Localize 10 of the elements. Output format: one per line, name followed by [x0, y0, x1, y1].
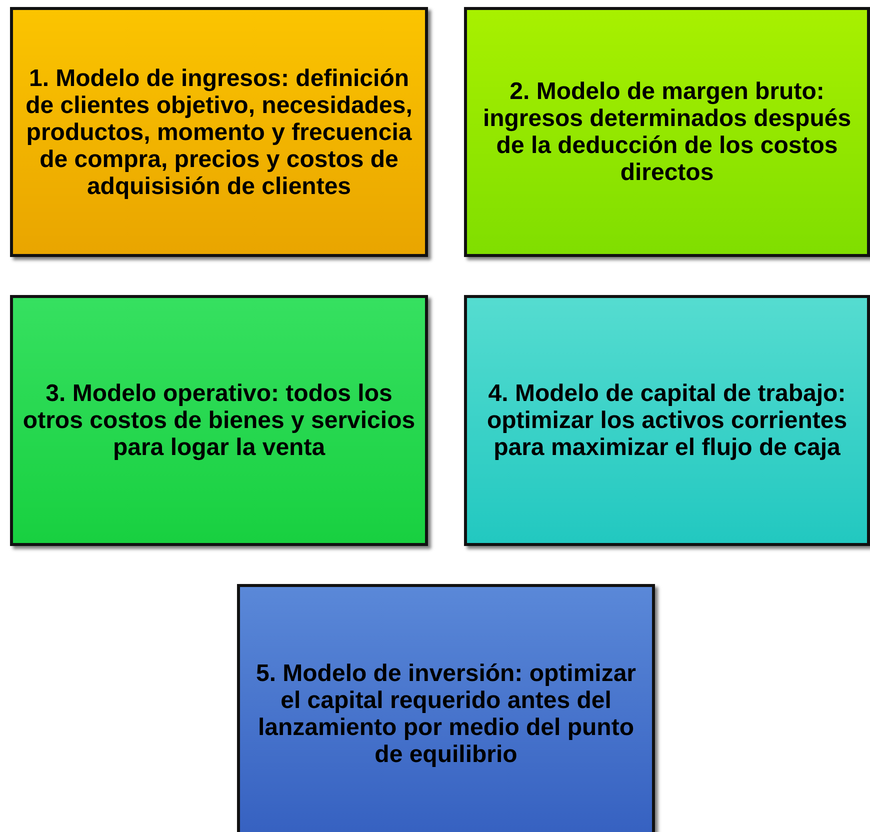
- model-box: [10, 7, 428, 257]
- model-description: 5. Modelo de inversión: optimizar el capital requerido antes del lanzamiento por medio del punto de equilibrio: [254, 660, 638, 768]
- model-box: [464, 295, 870, 546]
- model-description: 1. Modelo de ingresos: definición de clientes objetivo, necesidades, productos, momento y frecuencia de compra, precios y costos de adquisisión de clientes: [24, 64, 414, 200]
- model-box: [10, 295, 428, 546]
- model-description: 2. Modelo de margen bruto: ingresos determinados después de la deducción de los costos directos: [482, 78, 852, 186]
- model-box: [237, 584, 655, 832]
- model-description: 4. Modelo de capital de trabajo: optimizar los activos corrientes para maximizar el flujo de caja: [486, 380, 848, 461]
- model-box: [464, 7, 870, 257]
- model-description: 3. Modelo operativo: todos los otros costos de bienes y servicios para logar la venta: [22, 380, 416, 461]
